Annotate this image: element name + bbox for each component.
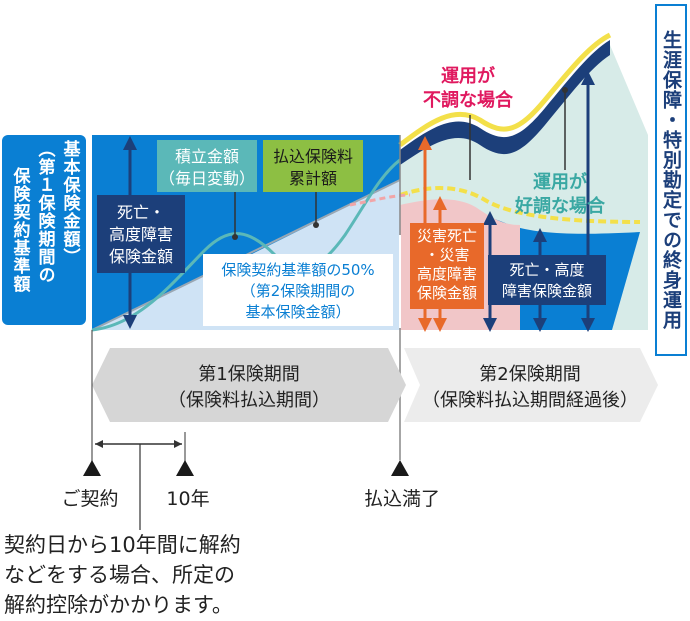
- left-label-col1: 保険契約基準額: [9, 167, 30, 293]
- right-label: 生涯保障・特別勘定での終身運用: [655, 4, 687, 356]
- second-period-line1: 第2保険期間: [479, 364, 580, 385]
- paid-up-label: 払込満了: [364, 488, 440, 510]
- death-benefit-1-line1: 死亡・: [117, 203, 165, 222]
- left-label-col3: 基本保険金額）: [59, 140, 80, 266]
- premium-total-line1: 払込保険料: [273, 147, 353, 166]
- start-marker: [83, 460, 101, 476]
- year10-marker: [176, 460, 194, 476]
- start-label: ご契約: [61, 488, 118, 510]
- half-base-line3: 基本保険金額）: [245, 303, 350, 321]
- poor-scenario-dashed-line: [399, 186, 641, 224]
- death-benefit-2-line1: 死亡・高度: [509, 261, 584, 279]
- accumulation-box: [157, 140, 257, 192]
- death-benefit-box-1: [97, 195, 185, 273]
- fund-value-band: [400, 40, 610, 165]
- half-base-line2: （第2保険期間の: [241, 282, 356, 300]
- death-benefit-1-line2: 高度障害: [109, 225, 173, 244]
- left-label-col2: （第１保険期間の: [34, 140, 55, 284]
- half-base-box: [203, 254, 393, 326]
- year10-label: 10年: [166, 488, 209, 510]
- death-benefit-1-line3: 保険金額: [109, 247, 173, 266]
- paid-up-marker: [391, 460, 409, 476]
- note-line-3: 解約控除がかかります。: [4, 593, 233, 617]
- first-period-line2: （保険料払込期間）: [168, 390, 330, 411]
- good-scenario-line2: 好調な場合: [514, 195, 606, 217]
- death-benefit-box-2: [488, 255, 606, 305]
- poor-scenario-line1: 運用が: [441, 65, 495, 87]
- right-label-text: 生涯保障・特別勘定での終身運用: [660, 30, 682, 330]
- first-period-line1: 第1保険期間: [198, 364, 299, 385]
- premium-total-box: [263, 140, 363, 192]
- accumulation-line2: （毎日変動）: [159, 169, 255, 188]
- accident-box: [410, 223, 484, 309]
- accident-line1: 災害死亡: [417, 227, 477, 245]
- second-period-arrow: [404, 348, 658, 422]
- poor-scenario-line2: 不調な場合: [423, 89, 514, 111]
- half-base-line1: 保険契約基準額の50%: [221, 261, 374, 279]
- second-period-line2: （保険料払込期間経過後）: [422, 390, 638, 411]
- cancellation-note: 契約日から10年間に解約 などをする場合、所定の 解約控除がかかります。: [4, 530, 241, 620]
- note-line-1: 契約日から10年間に解約: [4, 533, 241, 557]
- accident-line4: 保険金額: [417, 284, 477, 302]
- left-label: 保険契約基準額 （第１保険期間の 基本保険金額）: [2, 135, 86, 325]
- accumulation-line1: 積立金額: [175, 147, 239, 166]
- death-benefit-2-line2: 障害保険金額: [502, 282, 592, 300]
- accident-dashed-line: [349, 193, 411, 207]
- premium-total-line2: 累計額: [289, 169, 337, 188]
- accident-line3: 高度障害: [417, 265, 477, 283]
- first-period-arrow: [92, 348, 406, 422]
- accident-line2: ・災害: [424, 246, 469, 264]
- note-line-2: などをする場合、所定の: [4, 563, 235, 587]
- good-scenario-line: [398, 32, 612, 147]
- good-scenario-line1: 運用が: [533, 171, 587, 193]
